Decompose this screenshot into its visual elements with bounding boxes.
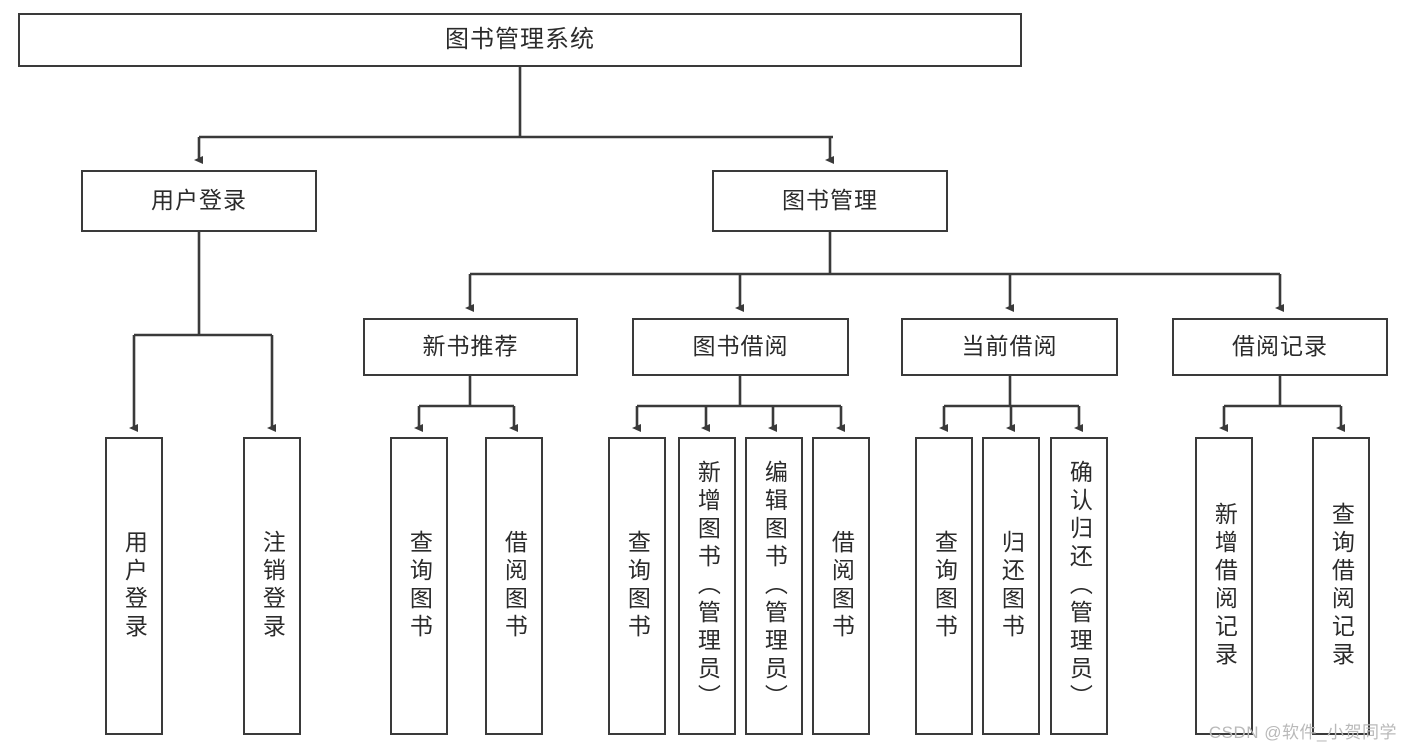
node-current-borrow[interactable]: 当前借阅 [901,318,1118,376]
leaf-user-login-logout[interactable]: 注销登录 [243,437,301,735]
node-book-borrow[interactable]: 图书借阅 [632,318,849,376]
leaf-user-login-login[interactable]: 用户登录 [105,437,163,735]
node-borrow-record[interactable]: 借阅记录 [1172,318,1388,376]
node-label: 借阅图书 [501,530,528,642]
node-label: 新书推荐 [422,333,519,360]
node-label: 新增借阅记录 [1211,502,1238,670]
node-label: 图书管理 [782,187,878,214]
leaf-borrow-record-add-record[interactable]: 新增借阅记录 [1195,437,1253,735]
node-label: 查询图书 [406,530,433,642]
node-label: 确认归还（管理员） [1066,460,1093,712]
csdn-watermark: CSDN @软件_小贺同学 [1208,723,1397,742]
node-label: 新增图书（管理员） [694,460,721,712]
node-label: 借阅图书 [828,530,855,642]
leaf-current-borrow-return-book[interactable]: 归还图书 [982,437,1040,735]
node-label: 当前借阅 [961,333,1058,360]
leaf-current-borrow-confirm-return-admin[interactable]: 确认归还（管理员） [1050,437,1108,735]
node-label: 用户登录 [151,187,247,214]
node-label: 图书管理系统 [445,25,595,53]
node-new-book-recommend[interactable]: 新书推荐 [363,318,578,376]
leaf-book-borrow-edit-book-admin[interactable]: 编辑图书（管理员） [745,437,803,735]
leaf-borrow-record-query-record[interactable]: 查询借阅记录 [1312,437,1370,735]
leaf-book-borrow-query-book[interactable]: 查询图书 [608,437,666,735]
node-root-book-management-system[interactable]: 图书管理系统 [18,13,1022,67]
node-user-login[interactable]: 用户登录 [81,170,317,232]
leaf-new-book-query-book[interactable]: 查询图书 [390,437,448,735]
node-label: 查询借阅记录 [1328,502,1355,670]
leaf-current-borrow-query-book[interactable]: 查询图书 [915,437,973,735]
node-label: 图书借阅 [692,333,789,360]
node-label: 编辑图书（管理员） [761,460,788,712]
leaf-book-borrow-borrow-book[interactable]: 借阅图书 [812,437,870,735]
node-label: 注销登录 [259,530,286,642]
node-label: 借阅记录 [1232,333,1328,360]
node-label: 用户登录 [121,530,148,642]
node-label: 归还图书 [998,530,1025,642]
leaf-book-borrow-add-book-admin[interactable]: 新增图书（管理员） [678,437,736,735]
node-label: 查询图书 [624,530,651,642]
node-book-management[interactable]: 图书管理 [712,170,948,232]
node-label: 查询图书 [931,530,958,642]
leaf-new-book-borrow-book[interactable]: 借阅图书 [485,437,543,735]
